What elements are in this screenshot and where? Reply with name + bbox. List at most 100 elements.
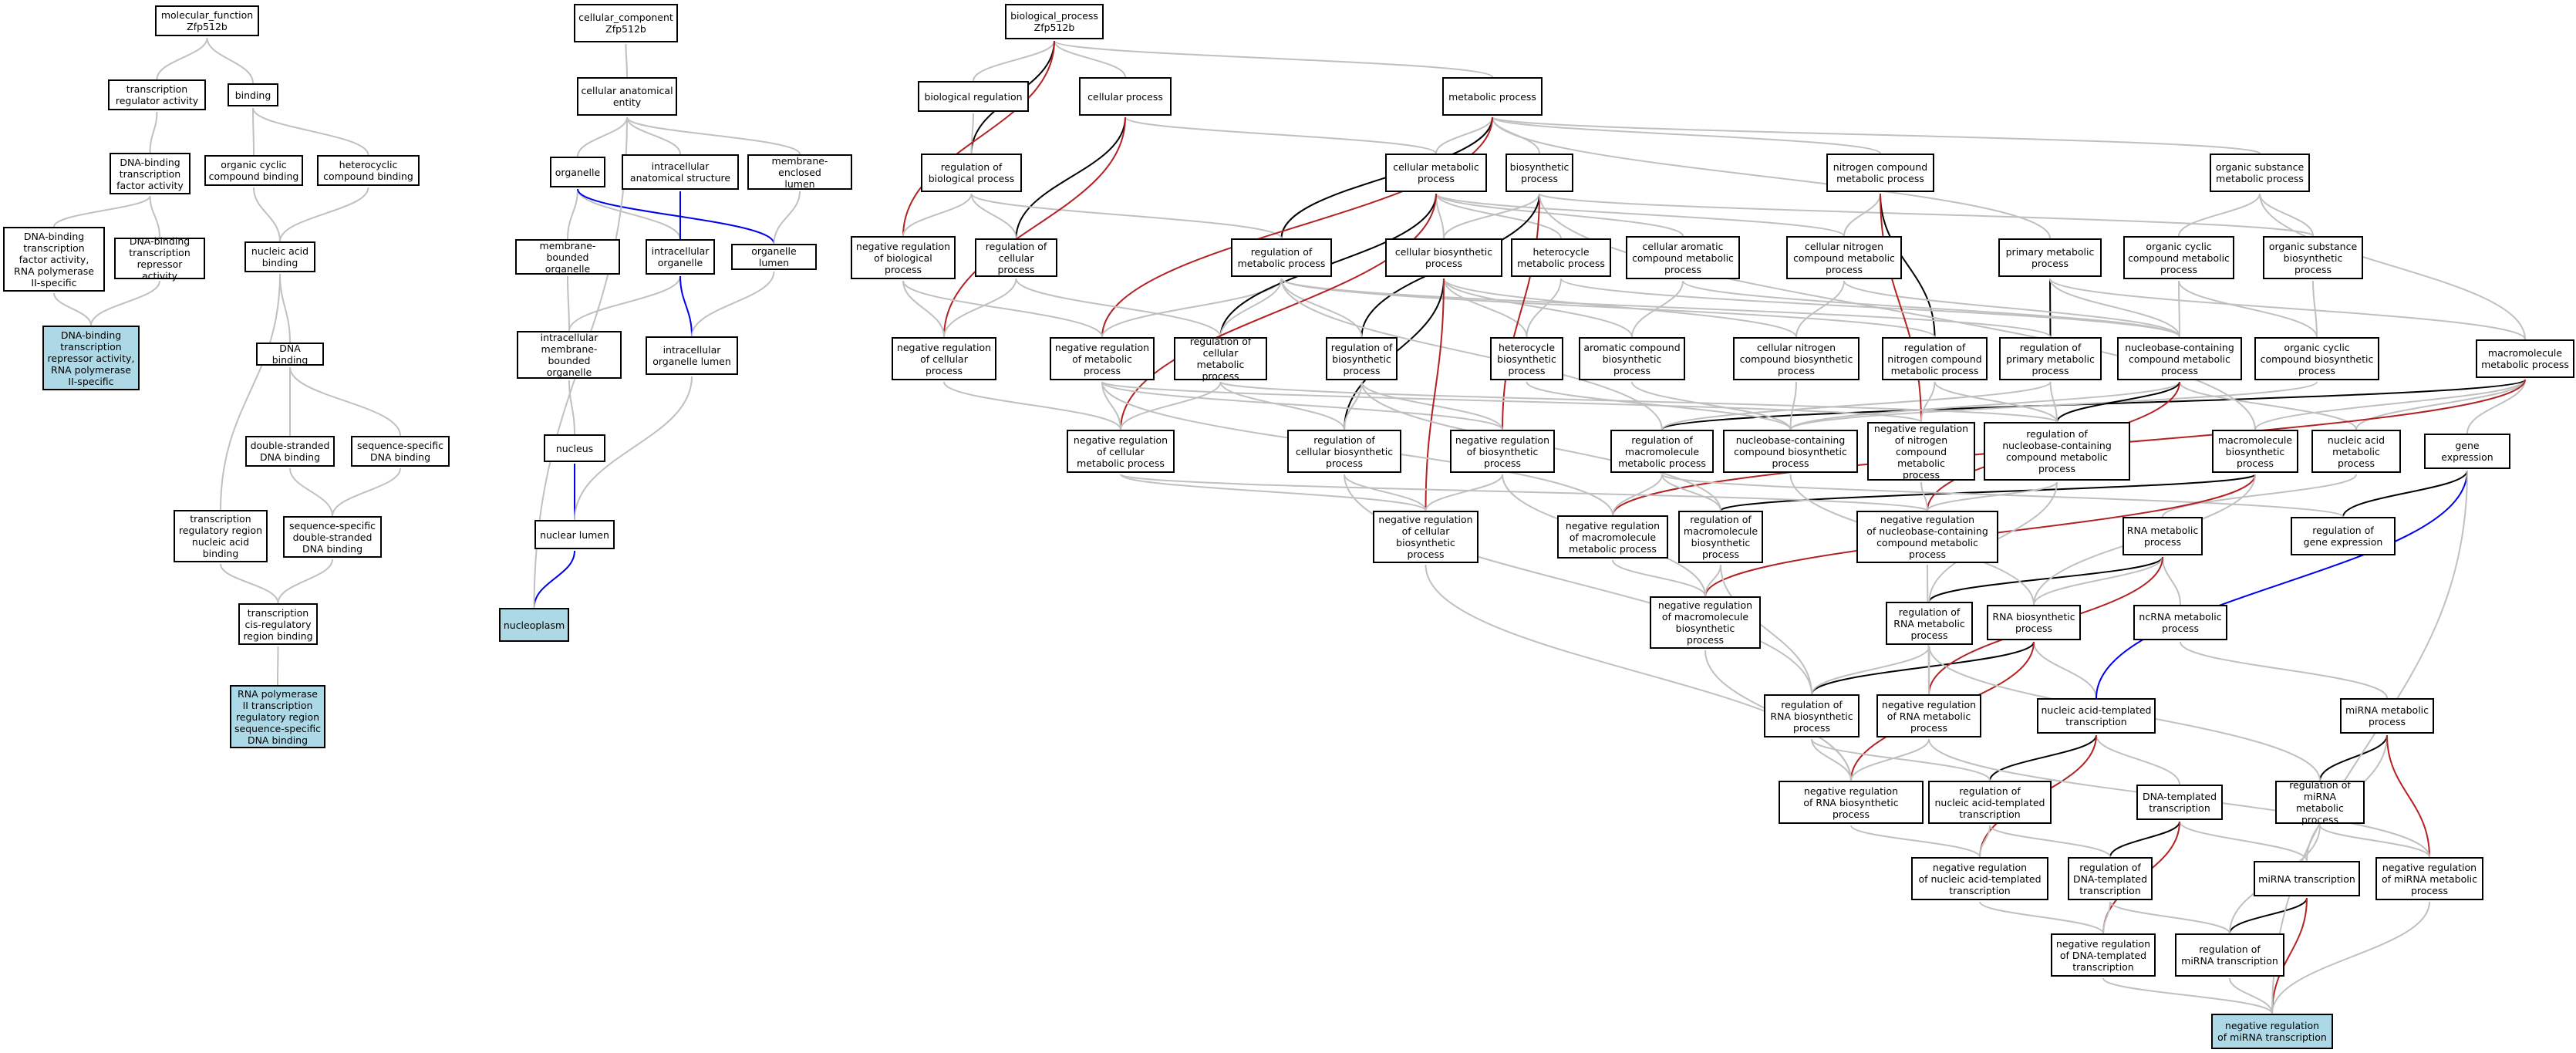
term-dna-templated-transcription[interactable]: DNA-templated transcription (2136, 785, 2223, 820)
term-negative-regulation-of-dna-templated-transcription[interactable]: negative regulation of DNA-templated tra… (2051, 933, 2156, 977)
term-dna-binding-transcription-factor-activity[interactable]: DNA-binding transcription factor activit… (110, 153, 191, 194)
term-double-stranded-dna-binding[interactable]: double-stranded DNA binding (245, 436, 335, 467)
term-ncrna-metabolic-process[interactable]: ncRNA metabolic process (2133, 605, 2227, 640)
term-regulation-of-nitrogen-compound-metabolic-process[interactable]: regulation of nitrogen compound metaboli… (1882, 337, 1988, 380)
term-nucleobase-containing-compound-metabolic-process[interactable]: nucleobase-containing compound metabolic… (2117, 337, 2242, 380)
term-biosynthetic-process[interactable]: biosynthetic process (1505, 154, 1573, 192)
term-regulation-of-biosynthetic-process[interactable]: regulation of biosynthetic process (1326, 337, 1398, 380)
term-dna-binding-transcription-repressor-activity[interactable]: DNA-binding transcription repressor acti… (114, 235, 205, 282)
term-mirna-metabolic-process[interactable]: miRNA metabolic process (2340, 698, 2434, 734)
term-transcription-regulatory-region-nucleic-acid-binding[interactable]: transcription regulatory region nucleic … (174, 510, 268, 562)
term-heterocyclic-compound-binding[interactable]: heterocyclic compound binding (317, 155, 420, 186)
term-negative-regulation-of-cellular-metabolic-process[interactable]: negative regulation of cellular metaboli… (1067, 430, 1175, 473)
term-cellular-anatomical-entity[interactable]: cellular anatomical entity (577, 77, 677, 116)
term-rna-biosynthetic-process[interactable]: RNA biosynthetic process (1987, 605, 2081, 640)
term-nucleus[interactable]: nucleus (544, 434, 605, 462)
term-cellular-nitrogen-compound-metabolic-process[interactable]: cellular nitrogen compound metabolic pro… (1786, 236, 1902, 279)
term-negative-regulation-of-rna-metabolic-process[interactable]: negative regulation of RNA metabolic pro… (1876, 694, 1981, 737)
term-negative-regulation-of-nitrogen-compound-metabolic-process[interactable]: negative regulation of nitrogen compound… (1867, 422, 1975, 481)
term-negative-regulation-of-metabolic-process[interactable]: negative regulation of metabolic process (1050, 337, 1155, 380)
term-regulation-of-dna-templated-transcription[interactable]: regulation of DNA-templated transcriptio… (2068, 857, 2153, 900)
term-intracellular-organelle-lumen[interactable]: intracellular organelle lumen (646, 336, 738, 375)
term-regulation-of-nucleobase-containing-compound-metabolic-process[interactable]: regulation of nucleobase-containing comp… (1984, 422, 2130, 481)
term-molecular-function[interactable]: molecular_function Zfp512b (155, 5, 259, 36)
term-regulation-of-nucleic-acid-templated-transcription[interactable]: regulation of nucleic acid-templated tra… (1928, 781, 2052, 824)
term-organic-substance-metabolic-process[interactable]: organic substance metabolic process (2210, 154, 2310, 192)
term-cellular-process[interactable]: cellular process (1079, 77, 1172, 116)
term-metabolic-process[interactable]: metabolic process (1442, 77, 1543, 116)
term-heterocycle-metabolic-process[interactable]: heterocycle metabolic process (1511, 238, 1611, 277)
term-negative-regulation-of-mirna-metabolic-process[interactable]: negative regulation of miRNA metabolic p… (2375, 857, 2483, 900)
term-nucleic-acid-binding[interactable]: nucleic acid binding (244, 241, 315, 272)
term-cellular-aromatic-compound-metabolic-process[interactable]: cellular aromatic compound metabolic pro… (1626, 236, 1740, 279)
term-cellular-biosynthetic-process[interactable]: cellular biosynthetic process (1385, 238, 1502, 277)
term-nuclear-lumen[interactable]: nuclear lumen (534, 520, 615, 549)
term-rna-metabolic-process[interactable]: RNA metabolic process (2123, 517, 2203, 555)
term-membrane-enclosed-lumen[interactable]: membrane-enclosed lumen (747, 154, 852, 190)
term-negative-regulation-of-biological-process[interactable]: negative regulation of biological proces… (851, 236, 956, 279)
term-regulation-of-metabolic-process[interactable]: regulation of metabolic process (1231, 238, 1332, 277)
term-nitrogen-compound-metabolic-process[interactable]: nitrogen compound metabolic process (1826, 154, 1934, 192)
term-negative-regulation-of-biosynthetic-process[interactable]: negative regulation of biosynthetic proc… (1450, 430, 1555, 473)
term-macromolecule-biosynthetic-process[interactable]: macromolecule biosynthetic process (2212, 430, 2298, 473)
term-nucleobase-containing-compound-biosynthetic-process[interactable]: nucleobase-containing compound biosynthe… (1723, 430, 1858, 473)
term-regulation-of-mirna-transcription[interactable]: regulation of miRNA transcription (2175, 933, 2284, 977)
term-negative-regulation-of-macromolecule-biosynthetic-process[interactable]: negative regulation of macromolecule bio… (1650, 596, 1761, 649)
term-biological-regulation[interactable]: biological regulation (918, 81, 1029, 112)
term-regulation-of-rna-biosynthetic-process[interactable]: regulation of RNA biosynthetic process (1764, 694, 1860, 737)
edge-part-of (2096, 470, 2468, 699)
term-mirna-transcription[interactable]: miRNA transcription (2254, 861, 2360, 896)
term-negative-regulation-of-rna-biosynthetic-process[interactable]: negative regulation of RNA biosynthetic … (1779, 781, 1924, 824)
term-nucleic-acid-templated-transcription[interactable]: nucleic acid-templated transcription (2037, 698, 2156, 734)
term-negative-regulation-of-mirna-transcription[interactable]: negative regulation of miRNA transcripti… (2211, 1014, 2333, 1049)
term-organelle-lumen[interactable]: organelle lumen (731, 244, 817, 270)
edge-is-a (1492, 116, 1881, 154)
term-regulation-of-primary-metabolic-process[interactable]: regulation of primary metabolic process (1999, 337, 2102, 380)
term-negative-regulation-of-cellular-process[interactable]: negative regulation of cellular process (892, 337, 996, 380)
term-cellular-metabolic-process[interactable]: cellular metabolic process (1385, 154, 1487, 192)
term-nucleoplasm[interactable]: nucleoplasm (499, 608, 569, 642)
term-organic-substance-biosynthetic-process[interactable]: organic substance biosynthetic process (2263, 236, 2363, 279)
term-sequence-specific-dna-binding[interactable]: sequence-specific DNA binding (351, 436, 450, 467)
term-gene-expression[interactable]: gene expression (2424, 434, 2510, 469)
term-regulation-of-cellular-process[interactable]: regulation of cellular process (975, 238, 1057, 277)
term-organic-cyclic-compound-metabolic-process[interactable]: organic cyclic compound metabolic proces… (2123, 236, 2234, 279)
term-regulation-of-cellular-biosynthetic-process[interactable]: regulation of cellular biosynthetic proc… (1287, 430, 1401, 473)
term-dbtr-activity-pol2-specific[interactable]: DNA-binding transcription repressor acti… (42, 326, 140, 390)
term-intracellular-anatomical-structure[interactable]: intracellular anatomical structure (622, 154, 739, 190)
term-organic-cyclic-compound-biosynthetic-process[interactable]: organic cyclic compound biosynthetic pro… (2254, 337, 2379, 380)
term-biological-process[interactable]: biological_process Zfp512b (1005, 4, 1104, 39)
edge-is-a (1539, 193, 2314, 237)
edge-is-a (1219, 381, 2058, 423)
term-regulation-of-cellular-metabolic-process[interactable]: regulation of cellular metabolic process (1174, 336, 1267, 382)
term-rna-polymerase-ii-transcription-regulatory-region-binding[interactable]: RNA polymerase II transcription regulato… (230, 685, 325, 748)
term-primary-metabolic-process[interactable]: primary metabolic process (1998, 238, 2102, 277)
term-regulation-of-macromolecule-biosynthetic-process[interactable]: regulation of macromolecule biosynthetic… (1678, 511, 1763, 563)
term-dbtf-activity-pol2-specific[interactable]: DNA-binding transcription factor activit… (3, 227, 105, 292)
term-cellular-component[interactable]: cellular_component Zfp512b (574, 4, 678, 42)
term-regulation-of-mirna-metabolic-process[interactable]: regulation of miRNA metabolic process (2275, 779, 2365, 825)
term-membrane-bounded-organelle[interactable]: membrane-bounded organelle (515, 239, 620, 275)
term-heterocycle-biosynthetic-process[interactable]: heterocycle biosynthetic process (1490, 337, 1563, 380)
term-negative-regulation-of-nucleobase-containing-compound-metabolic-process[interactable]: negative regulation of nucleobase-contai… (1856, 511, 1998, 563)
term-dna-binding[interactable]: DNA binding (256, 343, 324, 366)
term-macromolecule-metabolic-process[interactable]: macromolecule metabolic process (2476, 339, 2574, 378)
term-cellular-nitrogen-compound-biosynthetic-process[interactable]: cellular nitrogen compound biosynthetic … (1733, 337, 1860, 380)
term-organic-cyclic-compound-binding[interactable]: organic cyclic compound binding (204, 155, 303, 186)
term-binding[interactable]: binding (228, 83, 278, 106)
term-negative-regulation-of-nucleic-acid-templated-transcription[interactable]: negative regulation of nucleic acid-temp… (1911, 857, 2048, 900)
term-sequence-specific-double-stranded-dna-binding[interactable]: sequence-specific double-stranded DNA bi… (283, 516, 382, 558)
term-intracellular-organelle[interactable]: intracellular organelle (646, 239, 715, 275)
term-intracellular-membrane-bounded-organelle[interactable]: intracellular membrane-bounded organelle (517, 331, 622, 379)
term-transcription-cis-regulatory-region-binding[interactable]: transcription cis-regulatory region bind… (238, 603, 318, 645)
term-aromatic-compound-biosynthetic-process[interactable]: aromatic compound biosynthetic process (1579, 337, 1685, 380)
term-regulation-of-biological-process[interactable]: regulation of biological process (921, 154, 1022, 192)
term-organelle[interactable]: organelle (550, 157, 605, 187)
term-negative-regulation-of-cellular-biosynthetic-process[interactable]: negative regulation of cellular biosynth… (1373, 511, 1479, 563)
term-negative-regulation-of-macromolecule-metabolic-process[interactable]: negative regulation of macromolecule met… (1557, 515, 1668, 559)
term-transcription-regulator-activity[interactable]: transcription regulator activity (108, 79, 206, 110)
term-regulation-of-rna-metabolic-process[interactable]: regulation of RNA metabolic process (1886, 602, 1973, 645)
term-regulation-of-macromolecule-metabolic-process[interactable]: regulation of macromolecule metabolic pr… (1610, 430, 1714, 473)
term-nucleic-acid-metabolic-process[interactable]: nucleic acid metabolic process (2311, 430, 2401, 473)
term-regulation-of-gene-expression[interactable]: regulation of gene expression (2291, 517, 2396, 555)
